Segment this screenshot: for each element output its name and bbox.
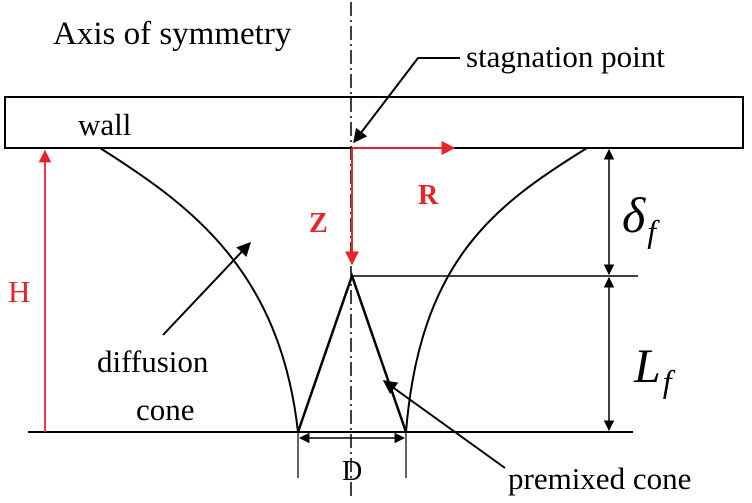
diffusion-cone-label-line1: diffusion: [97, 344, 209, 379]
diameter-label: D: [342, 456, 362, 487]
length-f-label: Lf: [633, 340, 676, 399]
premixed-cone-label: premixed cone: [508, 461, 691, 496]
height-label: H: [8, 274, 30, 309]
diffusion-cone-leader: [162, 241, 251, 336]
premixed-cone-triangle: [296, 272, 408, 433]
premixed-cone-leader: [382, 380, 506, 469]
stagnation-point-label: stagnation point: [466, 39, 665, 74]
wall-label: wall: [78, 107, 131, 142]
z-axis-label: Z: [309, 208, 328, 239]
axis-of-symmetry-label: Axis of symmetry: [53, 16, 292, 52]
diffusion-cone-label-line2: cone: [136, 392, 195, 427]
delta-f-label: δf: [622, 187, 660, 249]
stagnation-point-leader: [353, 57, 460, 144]
diffusion-cone-right-curve: [405, 147, 588, 433]
r-axis-label: R: [418, 180, 439, 211]
diffusion-cone-left-curve: [99, 147, 299, 433]
